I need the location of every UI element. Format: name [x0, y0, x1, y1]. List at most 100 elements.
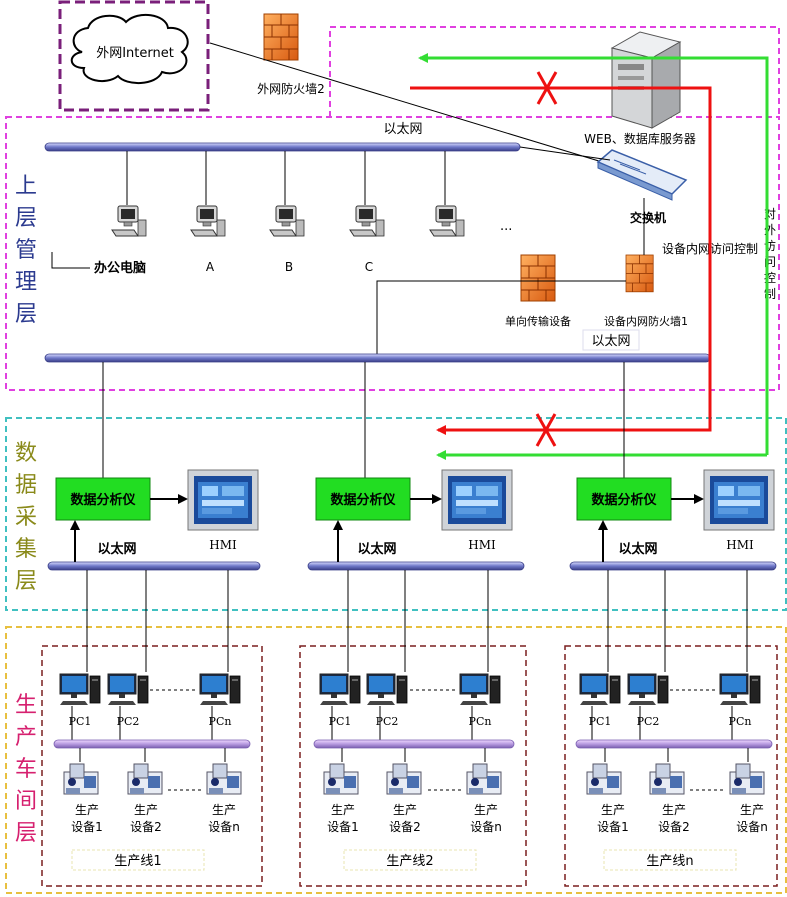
hmi-screen-icon: [703, 469, 775, 531]
top-layer-extension: [329, 26, 780, 117]
svg-text:层: 层: [15, 302, 37, 327]
devicen-label-line1: 生产: [212, 803, 236, 817]
ethernet-group-label: 以太网: [357, 541, 396, 557]
pc-more-icon: [429, 205, 465, 237]
green-access-arrow-top: [418, 53, 769, 455]
hmi-label: HMI: [726, 538, 754, 552]
pc2-label: PC2: [376, 715, 399, 728]
ethernet-top-label: 以太网: [383, 122, 422, 137]
devicen-icon: [466, 763, 502, 795]
hmi-screen-icon: [441, 469, 513, 531]
device2-label-line1: 生产: [393, 803, 417, 817]
device-bus: [575, 739, 773, 749]
outer-firewall-label: 外网防火墙2: [257, 81, 325, 96]
ethernet-bus-group: [307, 561, 525, 571]
pc1-icon: [59, 673, 101, 706]
pcn-icon: [719, 673, 761, 706]
switch-label: 交换机: [630, 210, 666, 225]
data-analyzer-box: [55, 477, 151, 521]
device1-label-line2: 设备1: [71, 820, 103, 834]
hmi-screen-icon: [187, 469, 259, 531]
device1-label-line1: 生产: [601, 803, 625, 817]
svg-text:采: 采: [15, 505, 37, 530]
device2-label-line1: 生产: [134, 803, 158, 817]
device1-label-line1: 生产: [331, 803, 355, 817]
inner-firewall-icon: [625, 254, 654, 293]
production-line-box-3: [564, 645, 778, 887]
device-bus: [313, 739, 515, 749]
server-label: WEB、数据库服务器: [584, 131, 696, 146]
server-icon: [610, 31, 682, 129]
svg-text:间: 间: [15, 789, 37, 814]
top-layer-region: [5, 116, 780, 391]
ethernet-mid-label: 以太网: [591, 334, 630, 349]
pc2-label: PC2: [117, 715, 140, 728]
pc-b-icon: [269, 205, 305, 237]
switch-icon: [596, 149, 688, 201]
internet-label: 外网Internet: [96, 46, 174, 61]
device1-icon: [63, 763, 99, 795]
svg-text:管: 管: [15, 238, 37, 263]
inner-firewall-label: 设备内网防火墙1: [604, 314, 688, 328]
devicen-label-line2: 设备n: [736, 820, 768, 834]
production-line-label: 生产线n: [646, 854, 693, 869]
top-layer-label: 上 层 管 理 层: [15, 174, 37, 327]
svg-text:产: 产: [15, 725, 37, 750]
pcn-icon: [199, 673, 241, 706]
device1-label-line1: 生产: [75, 803, 99, 817]
data-layer-region: [5, 417, 787, 611]
pc2-icon: [366, 673, 408, 706]
pcn-label: PCn: [209, 715, 232, 728]
internet-switch-link: [209, 42, 613, 166]
pcn-label: PCn: [729, 715, 752, 728]
devicen-label-line2: 设备n: [470, 820, 502, 834]
production-layer-label: 生 产 车 间 层: [15, 693, 37, 846]
production-line-box-2: [299, 645, 527, 887]
office-pc-label: 办公电脑: [94, 260, 146, 276]
ethernet-group-label: 以太网: [97, 541, 136, 557]
pc-c-label: C: [365, 260, 373, 274]
data-analyzer-label: 数据分析仪: [591, 492, 657, 508]
red-block-arrow: [410, 86, 712, 435]
device1-label-line2: 设备1: [327, 820, 359, 834]
hmi-label: HMI: [209, 538, 237, 552]
svg-text:上: 上: [15, 174, 37, 199]
svg-text:生: 生: [15, 693, 37, 718]
device1-icon: [323, 763, 359, 795]
pc-more-ellipsis: ...: [500, 219, 512, 234]
production-layer-region: [5, 626, 787, 894]
pcn-icon: [459, 673, 501, 706]
device2-label-line1: 生产: [662, 803, 686, 817]
collection-group-3: 数据分析仪 HMI 以太网 PC1 PC2 PCn 生产 设备1 生产 设备2 …: [569, 469, 777, 871]
pc-c-icon: [349, 205, 385, 237]
internet-cloud-icon: [70, 13, 189, 84]
production-line-label: 生产线2: [386, 854, 433, 869]
pc-a-icon: [190, 205, 226, 237]
devicen-label-line1: 生产: [474, 803, 498, 817]
pc1-icon: [319, 673, 361, 706]
device1-icon: [586, 763, 622, 795]
devicen-label-line2: 设备n: [208, 820, 240, 834]
device2-icon: [127, 763, 163, 795]
pc2-label: PC2: [637, 715, 660, 728]
office-pc-icon: [111, 205, 147, 237]
pc1-icon: [579, 673, 621, 706]
device1-label-line2: 设备1: [597, 820, 629, 834]
data-analyzer-label: 数据分析仪: [70, 492, 136, 508]
svg-text:理: 理: [15, 270, 37, 295]
svg-text:层: 层: [15, 206, 37, 231]
bus-switch-link: [519, 146, 611, 161]
devicen-icon: [729, 763, 765, 795]
ethernet-bus-group: [569, 561, 777, 571]
device2-icon: [386, 763, 422, 795]
pc1-label: PC1: [329, 715, 352, 728]
ethernet-bus-mid: [44, 353, 711, 363]
collection-group-2: 数据分析仪 HMI 以太网 PC1 PC2 PCn 生产 设备1 生产 设备2 …: [307, 469, 525, 871]
pc-b-label: B: [285, 260, 293, 274]
pc-a-label: A: [206, 260, 215, 274]
ethernet-group-label: 以太网: [618, 541, 657, 557]
collection-group-1: 数据分析仪 HMI 以太网 PC1 PC2 PCn 生产 设备1 生产 设备2 …: [47, 469, 261, 871]
ethernet-bus-group: [47, 561, 261, 571]
device2-icon: [649, 763, 685, 795]
devicen-label-line1: 生产: [740, 803, 764, 817]
